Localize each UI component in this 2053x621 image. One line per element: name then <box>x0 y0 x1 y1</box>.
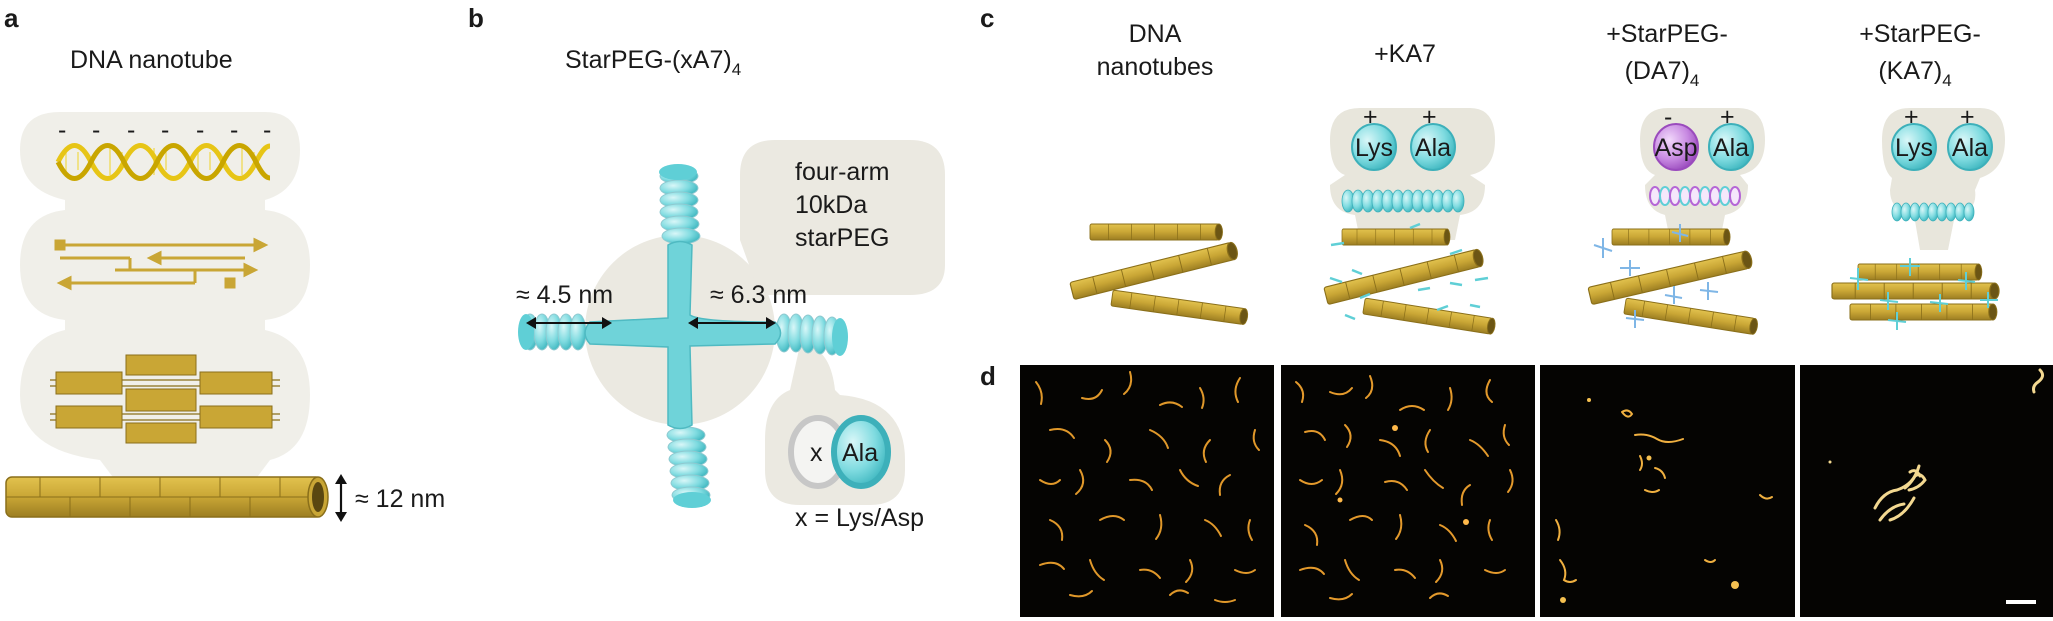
starpeg-arm-top <box>659 164 701 245</box>
diameter-label: ≈ 12 nm <box>355 485 445 513</box>
col1-nanotubes <box>1069 223 1250 326</box>
charge-sign: - <box>196 116 204 144</box>
ala-bead <box>1410 123 1456 171</box>
asp-label: Asp <box>1654 134 1697 162</box>
charge-sign: - <box>263 116 271 144</box>
charge-sign: - <box>127 116 135 144</box>
lys-bead <box>1351 123 1397 171</box>
col2-title: +KA7 <box>1374 40 1436 68</box>
ala-label: Ala <box>1415 134 1451 162</box>
dim-arrow-right <box>688 317 776 329</box>
callout-line-3: starPEG <box>795 224 889 252</box>
asp-bead <box>1653 123 1699 171</box>
dna-helix <box>55 143 271 181</box>
callout-line-2: 10kDa <box>795 191 867 219</box>
dim-right-label: ≈ 6.3 nm <box>710 281 807 309</box>
callout-line-1: four-arm <box>795 158 889 186</box>
ka7-bound-starpegs <box>1849 258 1998 330</box>
panel-d: d <box>980 361 2053 617</box>
micrograph-starpeg-da7 <box>1540 365 1795 617</box>
lys-label: Lys <box>1355 134 1393 162</box>
col1-title-line-2: nanotubes <box>1097 53 1214 81</box>
starpeg-arm-left <box>518 313 587 351</box>
col4-starpeg-ka7: + + Lys Ala <box>1831 103 2005 330</box>
micrograph-ka7 <box>1281 365 1535 617</box>
col3-title-line-2: (DA7)4 <box>1625 57 1700 90</box>
dim-left-label: ≈ 4.5 nm <box>516 281 613 309</box>
panel-c-letter: c <box>980 3 994 33</box>
starpeg-arm-right <box>775 313 848 356</box>
ala-label: Ala <box>1952 134 1988 162</box>
panel-b-letter: b <box>468 3 484 33</box>
ala-bead <box>1708 123 1754 171</box>
col3-starpeg-da7: - + Asp Ala <box>1587 103 1765 336</box>
dna-nanotube <box>5 476 329 518</box>
starpeg-core <box>584 240 782 430</box>
col2-ka7: + + Lys Ala <box>1323 103 1497 336</box>
col4-title-line-2: (KA7)4 <box>1878 57 1951 90</box>
dna-strand-diagram <box>54 237 269 291</box>
starpeg-arm-bottom <box>666 426 711 508</box>
panel-c: c DNA nanotubes +KA7 +StarPEG- (DA7)4 +S… <box>980 3 2005 336</box>
dim-arrow-left <box>526 317 612 329</box>
da7-peptide-chain <box>1649 186 1741 206</box>
panel-a-title: DNA nanotube <box>70 46 233 74</box>
col3-title-line-1: +StarPEG- <box>1606 20 1728 48</box>
ka7-star-chain <box>1891 202 1975 222</box>
col4-title-line-1: +StarPEG- <box>1859 20 1981 48</box>
panel-a-letter: a <box>4 3 19 33</box>
ka7-peptide-chain <box>1341 189 1465 213</box>
dna-tile-lattice <box>50 354 280 444</box>
dna-charges: - - - - - - - <box>58 116 271 144</box>
charge-sign: - <box>58 116 66 144</box>
micrograph-nanotubes <box>1020 365 1274 617</box>
lys-bead <box>1891 123 1937 171</box>
col1-title-line-1: DNA <box>1129 20 1182 48</box>
micrograph-starpeg-ka7 <box>1800 365 2053 617</box>
panel-a: a DNA nanotube - - - - - - - <box>4 3 445 522</box>
x-residue-label: x <box>810 439 823 467</box>
charge-minus: - <box>1664 103 1672 131</box>
ala-label: Ala <box>1713 134 1749 162</box>
panel-d-letter: d <box>980 361 996 391</box>
panel-b: b StarPEG-(xA7)4 four-arm 10kDa starPEG <box>468 3 945 532</box>
ka7-free-peptides <box>1329 222 1489 321</box>
ala-residue-label: Ala <box>842 439 878 467</box>
ala-bead <box>1947 123 1993 171</box>
starpeg-title: StarPEG-(xA7)4 <box>565 46 741 79</box>
charge-sign: - <box>230 116 238 144</box>
charge-sign: - <box>92 116 100 144</box>
lys-label: Lys <box>1895 134 1933 162</box>
diameter-arrow <box>335 474 347 522</box>
residue-legend: x = Lys/Asp <box>795 504 924 532</box>
da7-free-starpegs <box>1593 224 1719 328</box>
ala-residue <box>831 415 891 489</box>
callout-box <box>740 140 945 295</box>
scale-bar <box>2006 600 2036 604</box>
charge-sign: - <box>161 116 169 144</box>
